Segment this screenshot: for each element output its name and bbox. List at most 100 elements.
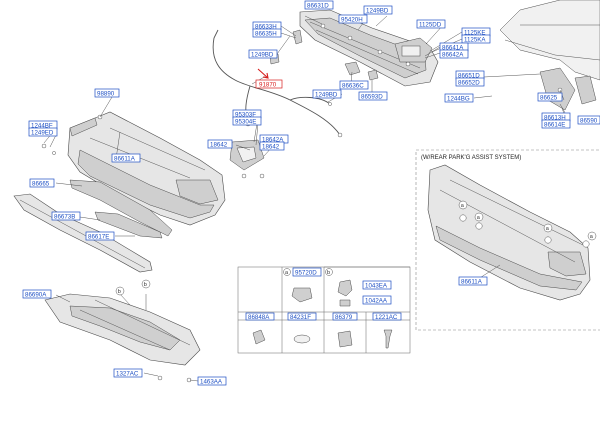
label-86614e[interactable]: 86614E [541,119,571,129]
label-1327ac[interactable]: 1327AC [113,368,143,378]
label-86593d-text: 86593D [361,93,383,100]
label-91870-text: 91870 [259,81,277,88]
label-86635h[interactable]: 86635H [252,28,282,38]
label-1125ka[interactable]: 1125KA [461,34,491,44]
table-circle-a-text: a [285,270,289,276]
label-1244bf-text: 1244BF [31,122,53,129]
bumper-garnish-strip [13,193,153,273]
label-1244bg[interactable]: 1244BG [444,93,474,103]
bumper-under-cover [44,293,201,383]
table-label-86379[interactable]: 86379 [332,312,358,321]
label-86590[interactable]: 86590 [577,115,600,125]
label-86642a-text: 86642A [442,51,464,58]
callout-circle-a-right-4-text: a [590,234,594,240]
label-18642-a[interactable]: 18642 [207,139,233,149]
label-1125ka-text: 1125KA [464,36,486,43]
label-86635h-text: 86635H [255,30,277,37]
label-86590-text: 86590 [580,117,598,124]
label-18642-b-text: 18642 [262,143,280,150]
label-91870[interactable]: 91870 [255,68,283,89]
label-86665-text: 86665 [32,180,50,187]
table-label-84231f[interactable]: 84231F [287,312,317,321]
table-label-1042aa-text: 1042AA [365,297,388,304]
label-1249bd-c[interactable]: 1249BD [312,89,342,99]
label-1249bd-a-text: 1249BD [366,7,389,14]
label-1249ed-text: 1249ED [31,129,54,136]
callout-circle-a-right-3: a [543,223,553,233]
label-95304e[interactable]: 95304E [232,116,262,126]
label-1249bd-c-text: 1249BD [315,91,338,98]
label-86641a-text: 86641A [442,44,464,51]
label-86673b-text: 86673B [54,213,75,220]
label-95420h-text: 95420H [341,16,363,23]
retainer-icon [337,279,353,297]
table-circle-b: b [325,268,333,276]
label-86690a[interactable]: 86690A [22,289,52,299]
label-86631d-text: 86631D [307,2,329,9]
label-86673b[interactable]: 86673B [51,211,81,221]
callout-circle-a-right-2-text: a [477,215,481,221]
table-label-95720d[interactable]: 95720D [292,267,322,277]
variant-note-text: (W/REAR PARK'G ASSIST SYSTEM) [421,155,521,161]
label-95304e-text: 95304E [235,118,256,125]
label-1244bg-text: 1244BG [447,95,470,102]
table-label-1043ea[interactable]: 1043EA [362,280,392,290]
label-18642a-text: 18642A [262,136,284,143]
label-86636c[interactable]: 86636C [339,80,369,90]
label-1249bd-b[interactable]: 1249BD [248,49,278,59]
label-86690a-text: 86690A [25,291,47,298]
label-86642a[interactable]: 86642A [439,49,469,59]
label-18642-a-text: 18642 [210,141,228,148]
label-86625[interactable]: 86625 [537,92,563,102]
bumper-clip-top [269,29,379,81]
label-86617e[interactable]: 86617E [85,231,115,241]
label-1249bd-a[interactable]: 1249BD [363,5,393,15]
label-18642-b[interactable]: 18642 [259,141,285,151]
table-label-95720d-text: 95720D [295,269,317,276]
beam-mount-bracket [394,37,433,63]
table-label-86848a-text: 86848A [248,314,270,321]
label-86611a-b[interactable]: 86611A [458,276,488,286]
parts-table [237,266,411,354]
clip-icon-2 [252,329,266,345]
label-95420h[interactable]: 95420H [338,14,368,24]
table-label-1221ac[interactable]: 1221AC [372,312,402,321]
clip-icon [291,287,313,303]
fasteners-left [41,114,103,155]
body-panel-outline [499,0,600,111]
label-86652d-text: 86652D [458,79,480,86]
callout-circle-b-left-2: b [115,286,125,296]
table-label-86848a[interactable]: 86848A [245,312,275,321]
pad-icon [337,330,353,348]
table-circle-b-text: b [327,270,330,276]
table-label-1043ea-text: 1043EA [365,282,388,289]
label-1125dd[interactable]: 1125DD [416,19,446,29]
callout-circle-b-left-2-text: b [118,289,121,295]
rear-bumper-cover-park-assist [427,164,591,301]
label-86665[interactable]: 86665 [29,178,55,188]
callout-circle-b-left-text: b [144,282,147,288]
label-86611a[interactable]: 86611A [111,153,141,163]
label-86636c-text: 86636C [342,82,364,89]
label-1463aa[interactable]: 1463AA [197,376,227,386]
label-86593d[interactable]: 86593D [358,91,388,101]
screw-icon [383,329,393,349]
label-86631d[interactable]: 86631D [304,0,334,10]
label-86617e-text: 86617E [88,233,109,240]
label-1249ed[interactable]: 1249ED [28,127,58,137]
table-label-1042aa[interactable]: 1042AA [362,295,392,305]
label-1125dd-text: 1125DD [419,21,442,28]
rear-bumper-cover [67,111,226,226]
label-86633h-text: 86633H [255,23,277,30]
callout-circle-a-right-3-text: a [546,226,550,232]
table-label-84231f-text: 84231F [290,314,311,321]
variant-note: (W/REAR PARK'G ASSIST SYSTEM) [421,155,521,161]
label-95303f-text: 95303F [235,111,256,118]
bumper-lower-molding [94,211,163,239]
variant-frame [415,149,600,331]
label-98890[interactable]: 98890 [94,88,120,98]
label-86652d[interactable]: 86652D [455,77,485,87]
seal-icon [293,334,311,344]
label-98890-text: 98890 [97,90,115,97]
